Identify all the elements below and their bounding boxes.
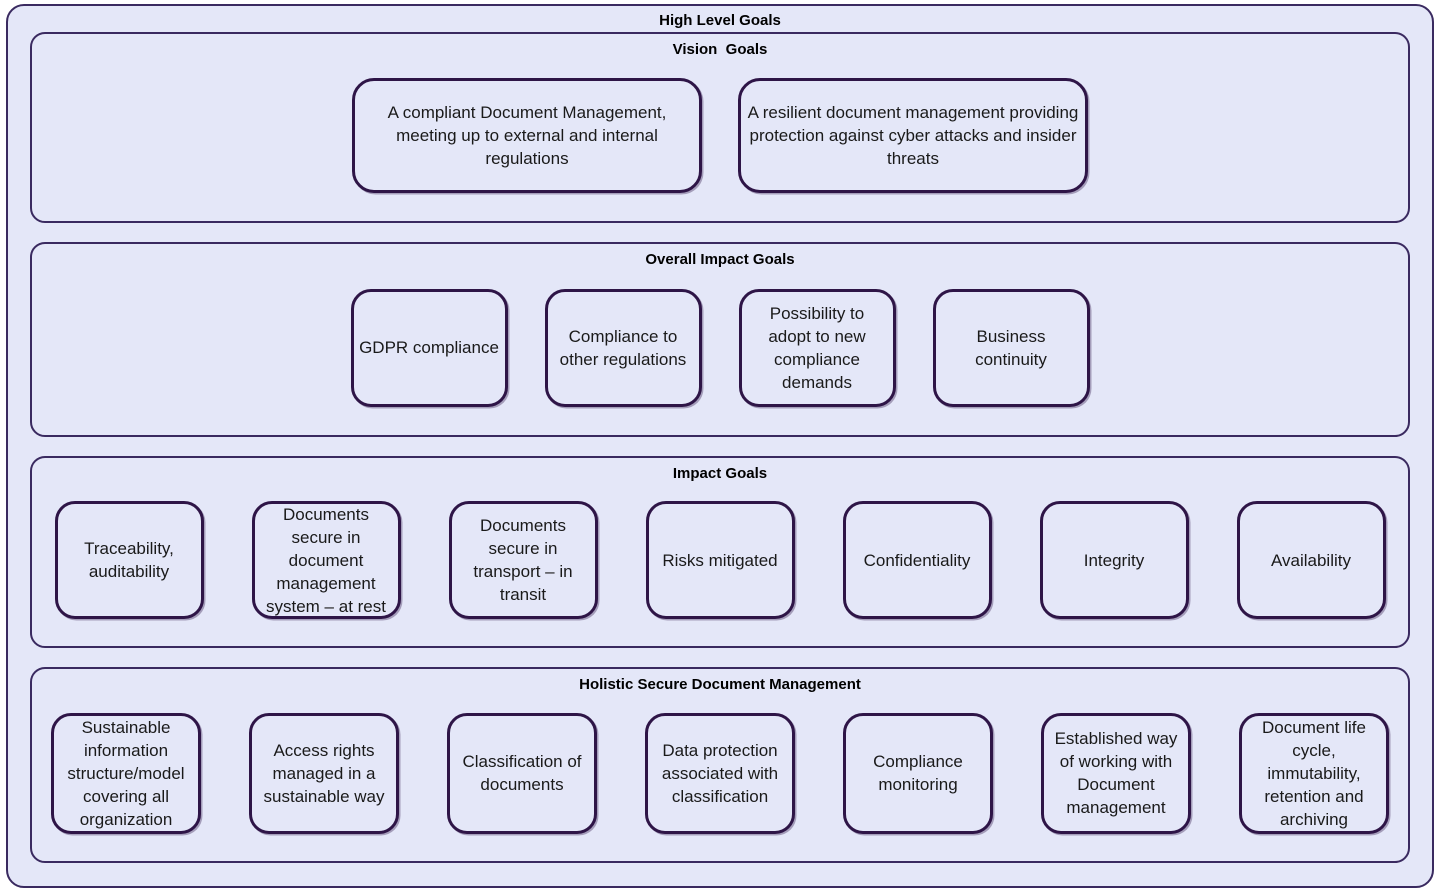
section-vision-title: Vision Goals [672, 41, 768, 58]
overall-impact-goals-row: GDPR compliance Compliance to other regu… [42, 270, 1398, 425]
goal-box-sustainable-information-structure: Sustainable information structure/model … [51, 712, 201, 834]
goal-box-business-continuity: Business continuity [932, 288, 1090, 407]
goal-box-classification-of-documents: Classification of documents [447, 712, 597, 834]
goal-box-traceability-auditability: Traceability, auditability [54, 501, 204, 619]
goal-box-established-way-of-working: Established way of working with Document… [1041, 712, 1191, 834]
goal-box-integrity: Integrity [1039, 501, 1189, 619]
vision-goals-row: A compliant Document Management, meeting… [42, 60, 1398, 211]
goal-box-compliance-monitoring: Compliance monitoring [843, 712, 993, 834]
sections-wrapper: Vision Goals A compliant Document Manage… [30, 32, 1410, 870]
goal-box-risks-mitigated: Risks mitigated [645, 501, 795, 619]
section-holistic-title: Holistic Secure Document Management [579, 676, 861, 693]
goal-box-gdpr-compliance: GDPR compliance [350, 288, 508, 407]
goal-box-document-life-cycle: Document life cycle, immutability, reten… [1239, 712, 1389, 834]
holistic-row: Sustainable information structure/model … [42, 695, 1398, 851]
high-level-goals-container: High Level Goals Vision Goals A complian… [6, 4, 1434, 888]
goal-box-compliant-document-management: A compliant Document Management, meeting… [352, 78, 702, 193]
goal-box-access-rights: Access rights managed in a sustainable w… [249, 712, 399, 834]
goal-box-availability: Availability [1236, 501, 1386, 619]
goal-box-adopt-new-compliance: Possibility to adopt to new compliance d… [738, 288, 896, 407]
goal-box-documents-secure-at-rest: Documents secure in document management … [251, 501, 401, 619]
impact-goals-row: Traceability, auditability Documents sec… [42, 484, 1398, 636]
section-vision-goals: Vision Goals A compliant Document Manage… [30, 32, 1410, 223]
section-overall-title: Overall Impact Goals [645, 251, 795, 268]
goal-box-confidentiality: Confidentiality [842, 501, 992, 619]
section-overall-impact-goals: Overall Impact Goals GDPR compliance Com… [30, 242, 1410, 437]
section-impact-title: Impact Goals [672, 465, 768, 482]
goal-box-resilient-document-management: A resilient document management providin… [738, 78, 1088, 193]
goal-box-documents-secure-in-transit: Documents secure in transport – in trans… [448, 501, 598, 619]
diagram-title: High Level Goals [659, 12, 781, 29]
section-holistic-secure-document-management: Holistic Secure Document Management Sust… [30, 667, 1410, 863]
goal-box-compliance-other-regulations: Compliance to other regulations [544, 288, 702, 407]
section-impact-goals: Impact Goals Traceability, auditability … [30, 456, 1410, 648]
goal-box-data-protection-classification: Data protection associated with classifi… [645, 712, 795, 834]
